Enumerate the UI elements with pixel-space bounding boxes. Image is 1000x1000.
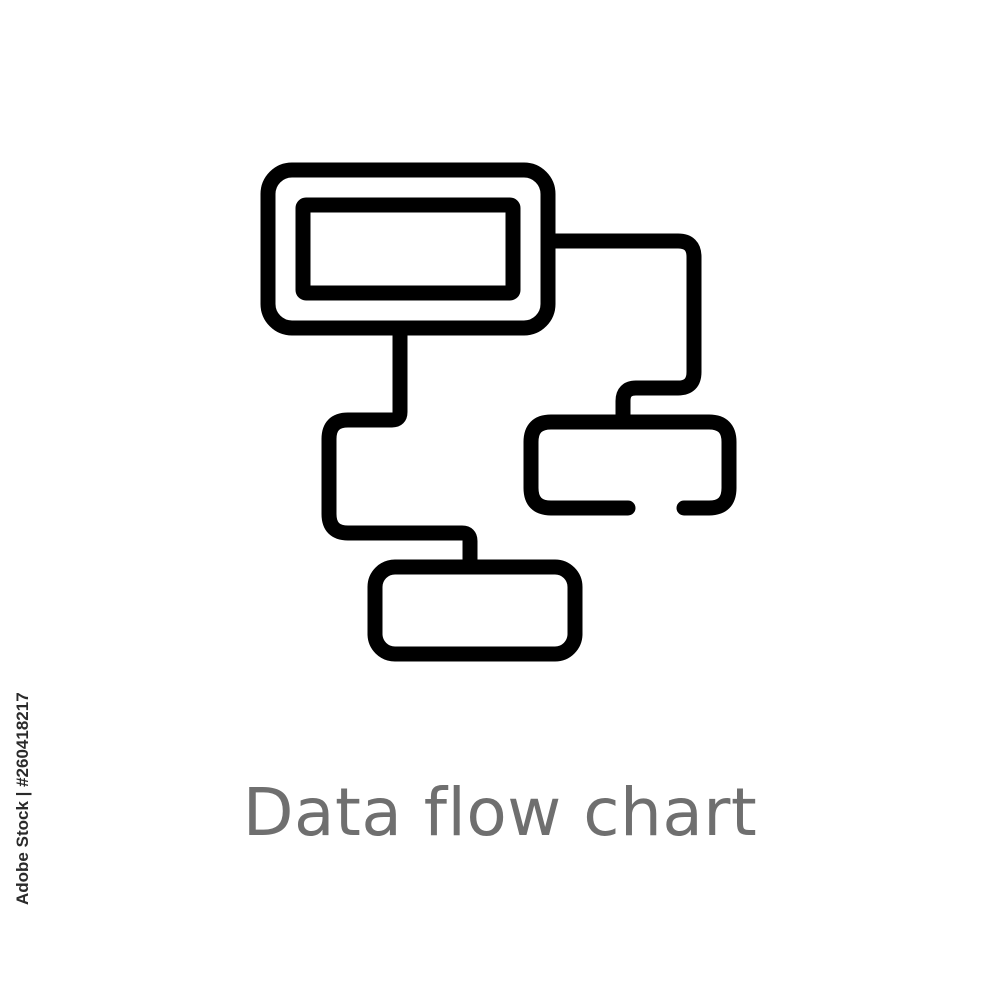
- top-node-inner: [295, 197, 521, 301]
- top-node-outer: [260, 162, 556, 336]
- bottom-node: [367, 559, 583, 662]
- right-node: [523, 414, 737, 516]
- connector-top-to-right-node: [540, 233, 702, 430]
- stock-id-label: Adobe Stock | #260418217: [13, 692, 32, 905]
- connector-top-to-bottom-node: [321, 320, 478, 575]
- caption-title: Data flow chart: [242, 774, 758, 851]
